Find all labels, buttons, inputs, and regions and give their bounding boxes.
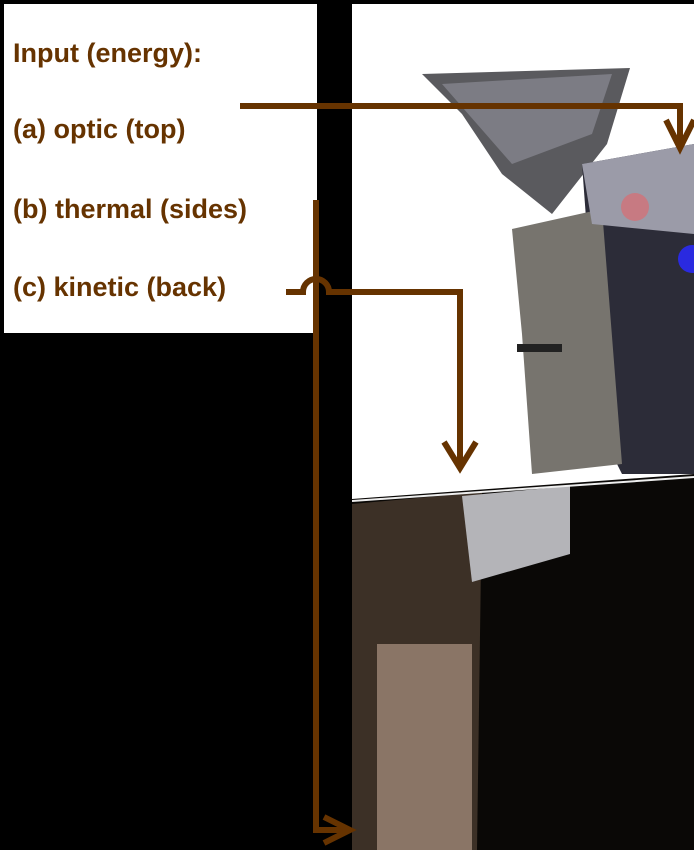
legend-item-optic: (a) optic (top): [13, 114, 186, 144]
legend-box: Input (energy): (a) optic (top) (b) ther…: [4, 4, 317, 333]
optic-arrow: [240, 103, 683, 148]
legend-item-kinetic: (c) kinetic (back): [13, 272, 227, 302]
kinetic-arrow: [286, 276, 463, 468]
device-photo: [352, 4, 694, 850]
legend-item-thermal: (b) thermal (sides): [13, 194, 248, 224]
device-illustration: [352, 68, 694, 850]
thermal-arrow: [313, 200, 350, 833]
legend-title: Input (energy):: [13, 38, 202, 68]
